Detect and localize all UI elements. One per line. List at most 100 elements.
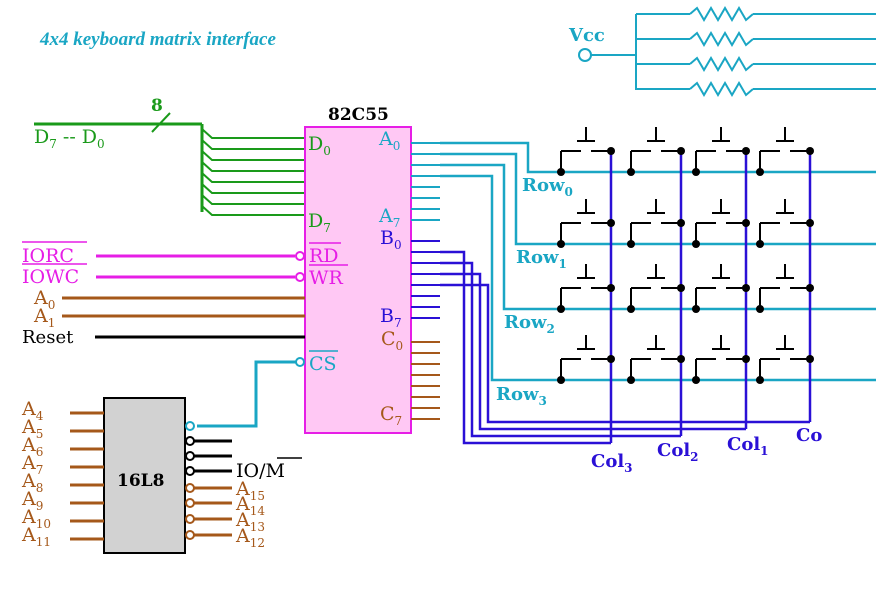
row-junction-dot bbox=[627, 305, 635, 313]
data-line-d7 bbox=[201, 205, 305, 216]
resistor-3 bbox=[689, 81, 754, 97]
wr-inversion-bubble bbox=[295, 272, 305, 282]
reset-label: Reset bbox=[22, 327, 74, 348]
decoder-input-label: A8 bbox=[21, 470, 43, 495]
data-line-d2 bbox=[201, 150, 305, 161]
col-label-3: Co bbox=[796, 425, 822, 446]
diagram-title: 4x4 keyboard matrix interface bbox=[39, 29, 276, 50]
cs-inversion-bubble bbox=[295, 357, 305, 367]
col-junction-dot bbox=[742, 284, 750, 292]
resistor-0 bbox=[689, 6, 754, 22]
row-junction-dot bbox=[692, 376, 700, 384]
data-line-d6 bbox=[201, 194, 305, 205]
a1-label: A1 bbox=[33, 305, 55, 330]
col-junction-dot bbox=[806, 219, 814, 227]
decoder-output-bubble bbox=[185, 466, 195, 476]
io-m-label: IO/M bbox=[236, 460, 285, 482]
decoder-addr-label: A14 bbox=[235, 493, 265, 518]
col-junction-dot bbox=[677, 219, 685, 227]
decoder-input-label: A9 bbox=[21, 488, 43, 513]
iowc-label: IOWC bbox=[22, 266, 79, 288]
vcc-label: Vcc bbox=[568, 25, 605, 46]
col-label-0: Col3 bbox=[591, 451, 633, 475]
decoder-output-bubble bbox=[185, 498, 195, 508]
col-junction-dot bbox=[677, 284, 685, 292]
ppi-pin-d7: D7 bbox=[308, 210, 331, 235]
row-wire-0 bbox=[440, 141, 876, 174]
row-junction-dot bbox=[627, 168, 635, 176]
rd-inversion-bubble bbox=[295, 251, 305, 261]
col-junction-dot bbox=[742, 355, 750, 363]
decoder-addr-label: A15 bbox=[235, 478, 265, 503]
col-junction-dot bbox=[607, 284, 615, 292]
row-label-2: Row2 bbox=[504, 312, 555, 336]
row-junction-dot bbox=[627, 240, 635, 248]
data-bus-fanout bbox=[201, 128, 305, 216]
row-junction-dot bbox=[557, 376, 565, 384]
col-junction-dot bbox=[607, 147, 615, 155]
decoder-output-bubble bbox=[185, 436, 195, 446]
ppi-name: 82C55 bbox=[328, 105, 389, 125]
row-junction-dot bbox=[557, 240, 565, 248]
col-junction-dot bbox=[677, 147, 685, 155]
col-wire-1 bbox=[440, 261, 681, 438]
data-bus-label: D7 -- D0 bbox=[34, 126, 105, 151]
bus-width-slash bbox=[151, 112, 171, 133]
data-bus: 8 D7 -- D0 bbox=[34, 96, 305, 216]
col-label-2: Col1 bbox=[727, 434, 769, 458]
vcc-terminal bbox=[578, 48, 592, 62]
ppi-pin-cs: CS bbox=[309, 353, 337, 375]
col-wire-3 bbox=[440, 283, 810, 424]
row-junction-dot bbox=[627, 376, 635, 384]
decoder-input-label: A7 bbox=[21, 452, 43, 477]
row-junction-dot bbox=[756, 168, 764, 176]
control-signals: IORC IOWC A0 A1 Reset bbox=[22, 241, 305, 428]
data-line-d0 bbox=[201, 128, 305, 139]
row-junction-dot bbox=[557, 168, 565, 176]
col-wire-0 bbox=[440, 250, 611, 445]
decoder-input-label: A10 bbox=[21, 506, 51, 531]
row-junction-dot bbox=[756, 240, 764, 248]
decoder-output-bubble bbox=[185, 530, 195, 540]
ppi-pin-rd: RD bbox=[309, 245, 339, 267]
decoder-input-label: A5 bbox=[21, 416, 43, 441]
col-junction-dot bbox=[607, 355, 615, 363]
row-wire-2 bbox=[440, 163, 876, 311]
ppi-pin-wr: WR bbox=[309, 267, 344, 289]
bus-width-label: 8 bbox=[151, 96, 163, 116]
row-junction-dot bbox=[692, 168, 700, 176]
col-junction-dot bbox=[806, 355, 814, 363]
col-junction-dot bbox=[607, 219, 615, 227]
row-label-1: Row1 bbox=[516, 247, 567, 271]
row-junction-dot bbox=[692, 240, 700, 248]
data-line-d5 bbox=[201, 183, 305, 194]
decoder-input-label: A6 bbox=[21, 434, 43, 459]
cs-select-wire bbox=[197, 360, 296, 428]
data-line-d3 bbox=[201, 161, 305, 172]
ppi-pin-b7: B7 bbox=[380, 305, 402, 330]
decoder-output-bubble bbox=[185, 483, 195, 493]
decoder-output-bubble bbox=[185, 514, 195, 524]
decoder-addr-label: A12 bbox=[235, 525, 265, 550]
col-label-1: Col2 bbox=[657, 440, 699, 464]
col-junction-dot bbox=[806, 147, 814, 155]
decoder-body bbox=[103, 397, 186, 554]
decoder-input-label: A11 bbox=[21, 524, 51, 549]
col-junction-dot bbox=[677, 355, 685, 363]
col-junction-dot bbox=[742, 219, 750, 227]
iorc-label: IORC bbox=[22, 245, 74, 267]
port-pin-stubs bbox=[411, 142, 440, 420]
ppi-pin-b0: B0 bbox=[380, 227, 402, 252]
a0-label: A0 bbox=[33, 287, 55, 312]
row-junction-dot bbox=[557, 305, 565, 313]
ppi-body bbox=[304, 126, 412, 434]
data-line-d4 bbox=[201, 172, 305, 183]
col-junction-dot bbox=[806, 284, 814, 292]
row-label-0: Row0 bbox=[522, 175, 573, 199]
ppi-pin-a7: A7 bbox=[378, 205, 400, 230]
ppi-pin-d0: D0 bbox=[308, 133, 331, 158]
decoder-output-bubble bbox=[185, 421, 195, 431]
